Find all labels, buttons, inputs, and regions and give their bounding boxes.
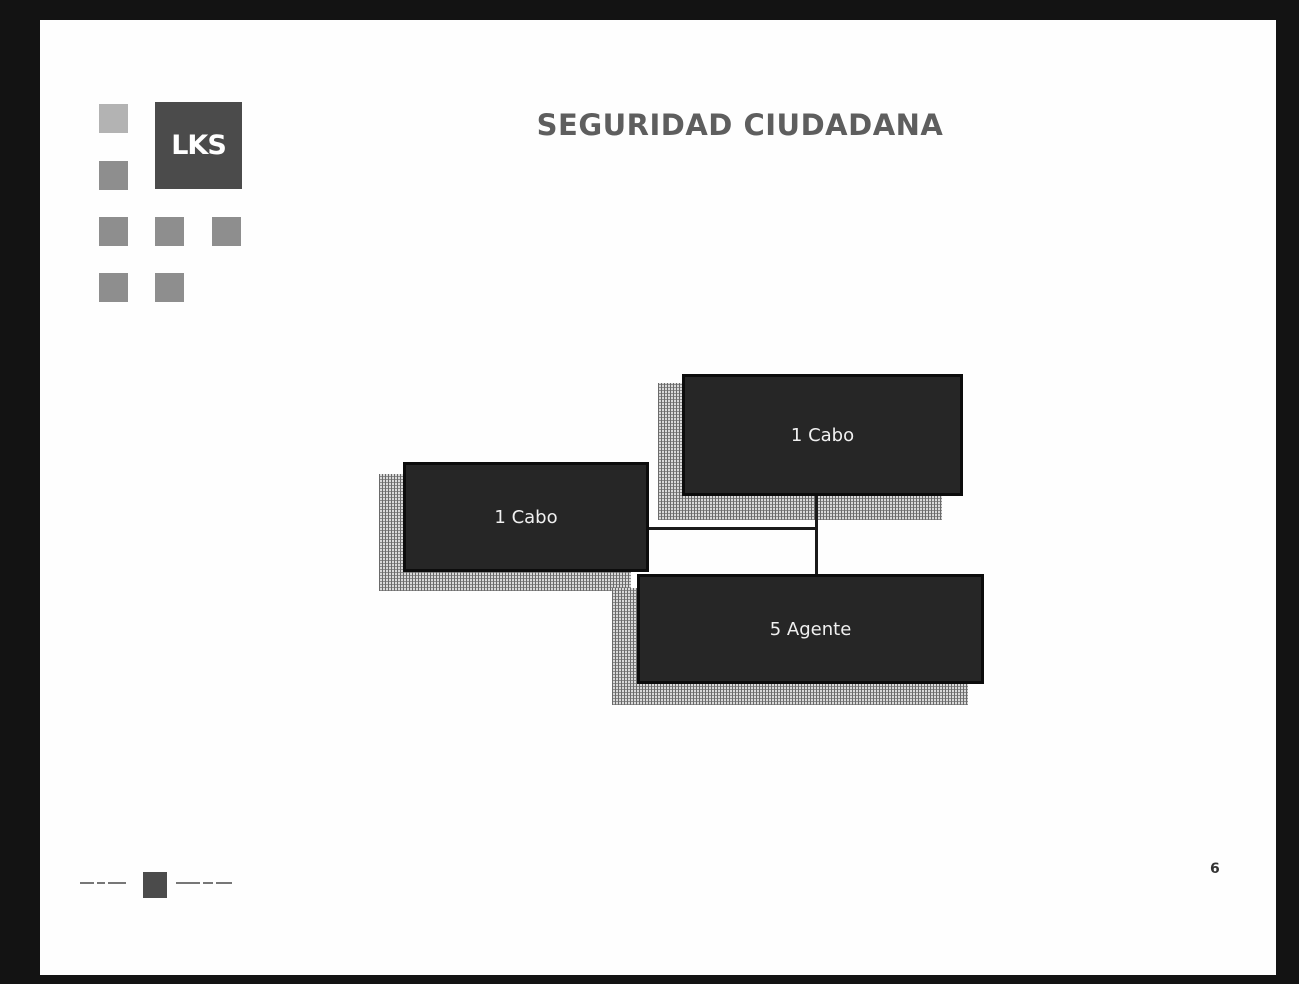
logo: LKS [155, 102, 242, 189]
slide: LKS SEGURIDAD CIUDADANA 1 Cabo 1 Cabo 5 … [40, 20, 1276, 975]
footer-logo-mark [143, 872, 167, 898]
footer-lettering [80, 882, 232, 884]
slide-title: SEGURIDAD CIUDADANA [536, 108, 944, 142]
node-label: 1 Cabo [790, 424, 855, 446]
logo-square [99, 161, 128, 190]
org-node-agente: 5 Agente [637, 574, 984, 684]
node-label: 1 Cabo [494, 506, 558, 528]
logo-square [212, 217, 241, 246]
logo-square [99, 217, 128, 246]
logo-square [155, 273, 184, 302]
org-node-top-cabo: 1 Cabo [682, 374, 963, 496]
logo-square [99, 273, 128, 302]
connector-line [815, 494, 818, 575]
org-node-left-cabo: 1 Cabo [403, 462, 649, 572]
page-number: 6 [1210, 861, 1220, 877]
logo-square [99, 104, 128, 133]
connector-line [647, 527, 818, 530]
node-label: 5 Agente [769, 618, 852, 640]
logo-text: LKS [171, 130, 227, 161]
logo-square [155, 217, 184, 246]
